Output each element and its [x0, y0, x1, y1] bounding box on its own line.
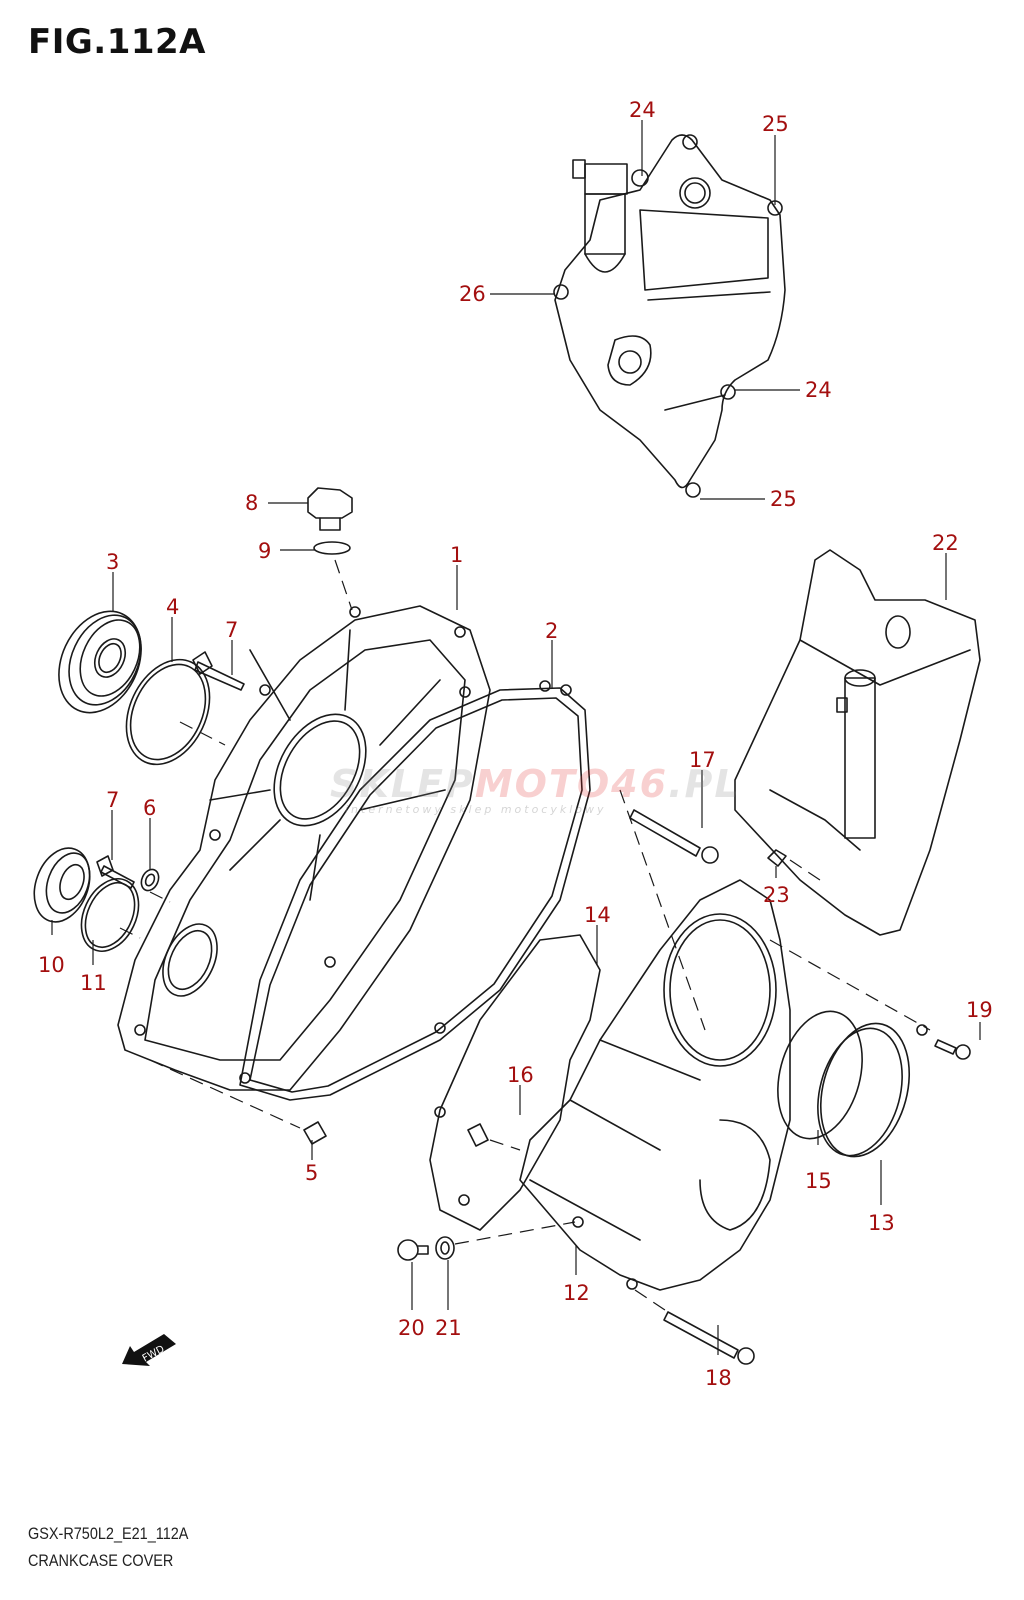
small-cover-part[interactable] — [805, 1013, 928, 1166]
callout-7a: 7 — [225, 618, 238, 642]
callout-14: 14 — [584, 903, 611, 927]
generator-cover-part[interactable] — [519, 879, 791, 1291]
drain-washer-part[interactable] — [435, 1236, 455, 1260]
forward-direction-arrow-icon: FWD — [122, 1334, 176, 1366]
bolt-part[interactable] — [96, 855, 135, 889]
callout-1: 1 — [450, 543, 463, 567]
callout-labels: 1 2 3 4 5 6 7 7 8 9 10 11 12 13 14 15 16… — [38, 98, 993, 1390]
callout-25a: 25 — [762, 112, 789, 136]
callout-8: 8 — [245, 491, 258, 515]
callout-13: 13 — [868, 1211, 895, 1235]
callout-23: 23 — [763, 883, 790, 907]
upper-right-cover-part[interactable] — [734, 549, 981, 936]
watermark: SKLEPMOTO46.PL — [330, 762, 741, 806]
watermark-brand-2: MOTO46 — [474, 762, 669, 806]
callout-24a: 24 — [629, 98, 656, 122]
callout-6: 6 — [143, 796, 156, 820]
callout-2: 2 — [545, 619, 558, 643]
o-ring-small-part[interactable] — [70, 870, 149, 961]
callout-17: 17 — [689, 748, 716, 772]
figure-title: FIG.112A — [28, 22, 206, 62]
dowel-23-part[interactable] — [767, 849, 787, 867]
long-bolt-17-part[interactable] — [629, 809, 719, 864]
dowel-16-part[interactable] — [467, 1123, 489, 1147]
bolt-part[interactable] — [192, 651, 245, 691]
callout-9: 9 — [258, 539, 271, 563]
callout-15: 15 — [805, 1169, 832, 1193]
callout-19: 19 — [966, 998, 993, 1022]
model-code-caption: GSX-R750L2_E21_112A — [28, 1524, 189, 1543]
cap-part[interactable] — [43, 598, 157, 726]
watermark-tagline: internetowy sklep motocyklowy — [345, 803, 607, 816]
callout-4: 4 — [166, 595, 179, 619]
dowel-pin-part[interactable] — [303, 1121, 327, 1145]
watermark-brand-1: SKLEP — [330, 762, 475, 806]
section-name-caption: CRANKCASE COVER — [28, 1551, 174, 1570]
long-bolt-18-part[interactable] — [663, 1311, 755, 1365]
washer-part[interactable] — [138, 867, 162, 894]
callout-26: 26 — [459, 282, 486, 306]
callout-21: 21 — [435, 1316, 462, 1340]
callout-10: 10 — [38, 953, 65, 977]
leader-lines — [51, 120, 981, 1355]
o-ring-part[interactable] — [110, 646, 225, 778]
callout-7b: 7 — [106, 788, 119, 812]
watermark-brand-3: .PL — [668, 762, 741, 806]
callout-3: 3 — [106, 550, 119, 574]
callout-25b: 25 — [770, 487, 797, 511]
bolt-19-part[interactable] — [934, 1039, 971, 1060]
callout-20: 20 — [398, 1316, 425, 1340]
generator-gasket-part[interactable] — [429, 934, 601, 1231]
drain-bolt-part[interactable] — [397, 1239, 429, 1261]
sprocket-cover-part[interactable] — [553, 134, 786, 498]
cap-small-part[interactable] — [25, 840, 100, 929]
callout-22: 22 — [932, 531, 959, 555]
cover-o-ring-part[interactable] — [765, 1002, 876, 1148]
assembly-lines — [119, 559, 931, 1311]
callout-11: 11 — [80, 971, 107, 995]
oil-cap-o-ring-part[interactable] — [313, 541, 351, 555]
callout-18: 18 — [705, 1366, 732, 1390]
oil-filler-cap-part[interactable] — [307, 487, 353, 531]
callout-12: 12 — [563, 1281, 590, 1305]
callout-24b: 24 — [805, 378, 832, 402]
gasket-part[interactable] — [239, 680, 591, 1101]
crankcase-cover-part[interactable] — [117, 605, 491, 1091]
callout-5: 5 — [305, 1161, 318, 1185]
callout-16: 16 — [507, 1063, 534, 1087]
